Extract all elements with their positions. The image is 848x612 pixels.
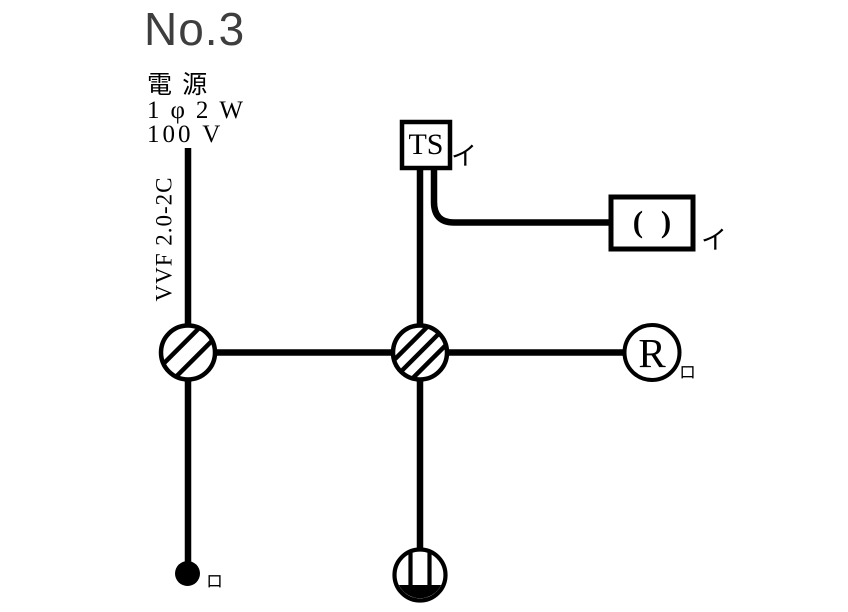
junction-box-left-icon	[158, 323, 218, 382]
ceiling-rosette-label: ( )	[632, 204, 677, 239]
junction-box-center-icon	[390, 323, 450, 382]
page-title: No.3	[144, 3, 246, 55]
cable-label: VVF 2.0-2C	[151, 176, 177, 302]
circuit-label-timer-switch: イ	[451, 142, 478, 171]
power-source-phase: 1φ2W	[147, 97, 255, 124]
switch-dot-icon	[175, 561, 200, 586]
wire-rosette-curve	[430, 168, 611, 226]
power-source-voltage: 100 V	[147, 121, 224, 148]
timer-switch-box	[399, 119, 453, 171]
circuit-label-switch: ロ	[206, 572, 223, 591]
lamp-receptacle-icon	[622, 323, 682, 382]
power-source-label: 電 源	[147, 72, 210, 99]
timer-switch-label: TS	[408, 128, 444, 161]
wall-outlet-icon	[392, 547, 448, 603]
ceiling-rosette-box	[608, 194, 696, 252]
circuit-label-ceiling-rosette: イ	[701, 226, 728, 255]
lamp-receptacle-label: R	[638, 329, 666, 376]
circuit-label-lamp-receptacle: ロ	[679, 363, 696, 382]
